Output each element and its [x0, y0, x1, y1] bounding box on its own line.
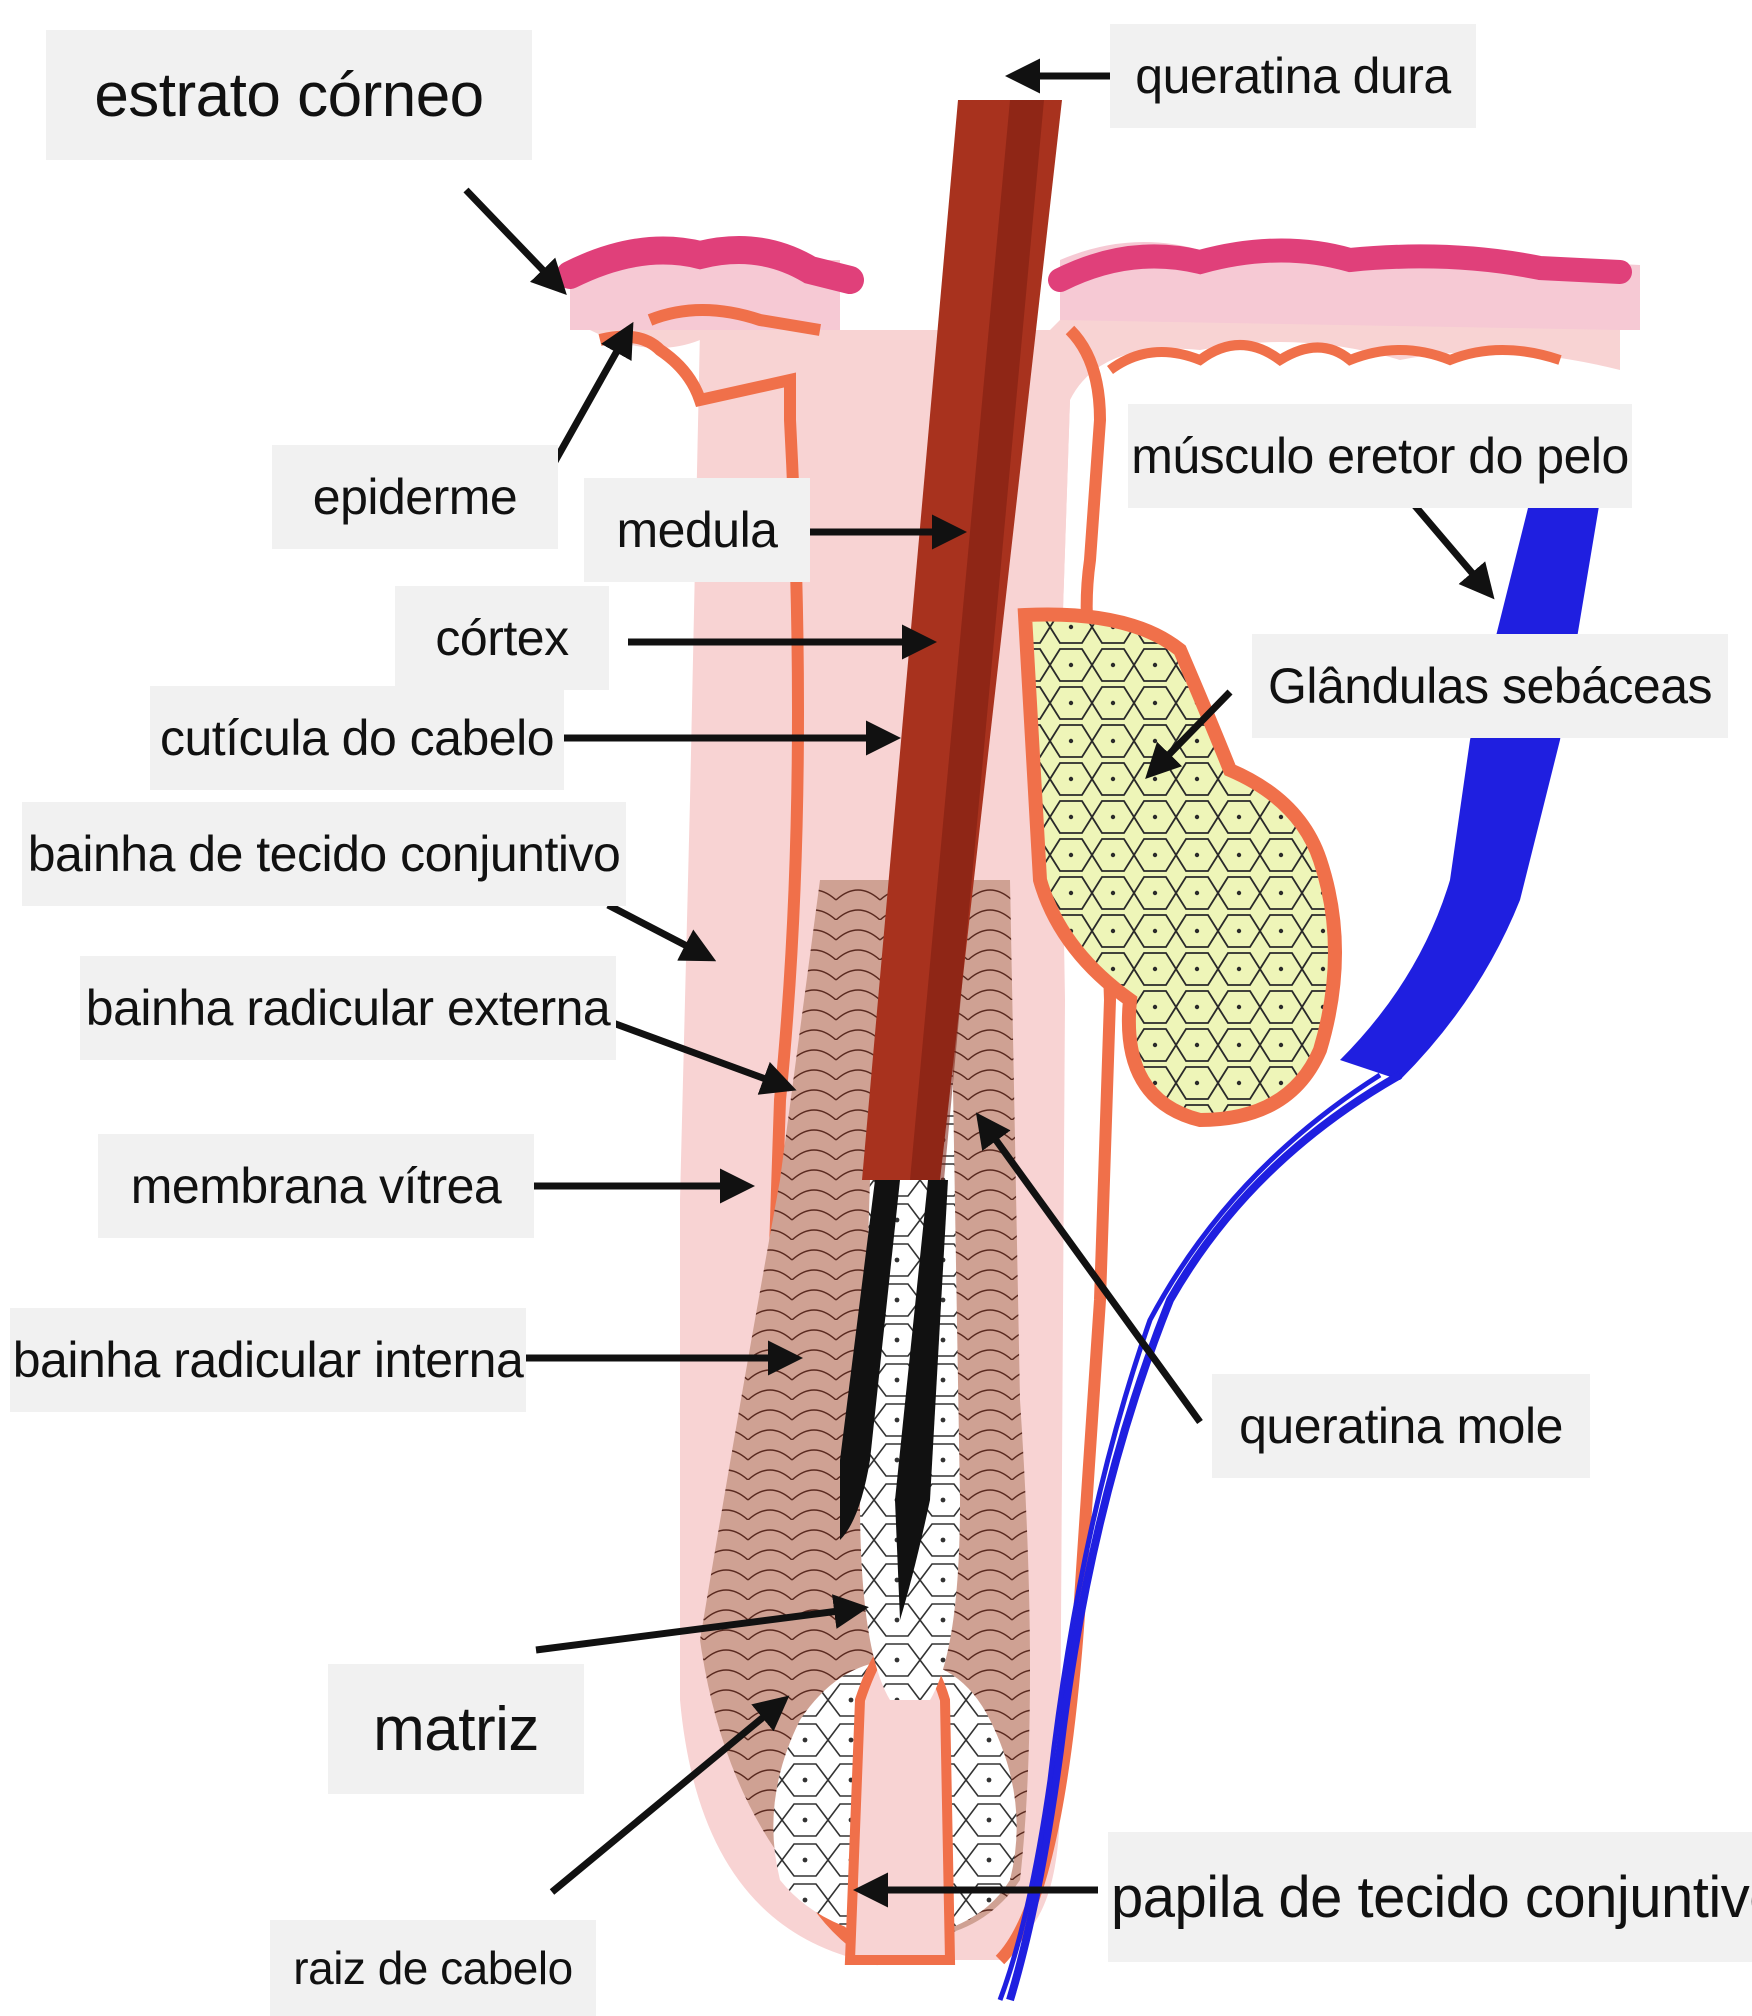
label-raiz: raiz de cabelo [270, 1920, 596, 2016]
label-queratina-mole: queratina mole [1212, 1374, 1590, 1478]
label-epiderme: epiderme [272, 445, 558, 549]
label-medula: medula [584, 478, 810, 582]
label-queratina-dura: queratina dura [1110, 24, 1476, 128]
label-bainha-tecido-conjuntivo: bainha de tecido conjuntivo [22, 802, 626, 906]
label-bainha-radicular-externa: bainha radicular externa [80, 956, 616, 1060]
label-membrana-vitrea: membrana vítrea [98, 1134, 534, 1238]
label-bainha-radicular-interna: bainha radicular interna [10, 1308, 526, 1412]
label-estrato-corneo: estrato córneo [46, 30, 532, 160]
label-musculo-eretor: músculo eretor do pelo [1128, 404, 1632, 508]
label-glandulas-sebaceas: Glândulas sebáceas [1252, 634, 1728, 738]
label-papila: papila de tecido conjuntivo [1108, 1832, 1752, 1962]
label-matriz: matriz [328, 1664, 584, 1794]
label-cortex: córtex [395, 586, 609, 690]
label-cuticula: cutícula do cabelo [150, 686, 564, 790]
